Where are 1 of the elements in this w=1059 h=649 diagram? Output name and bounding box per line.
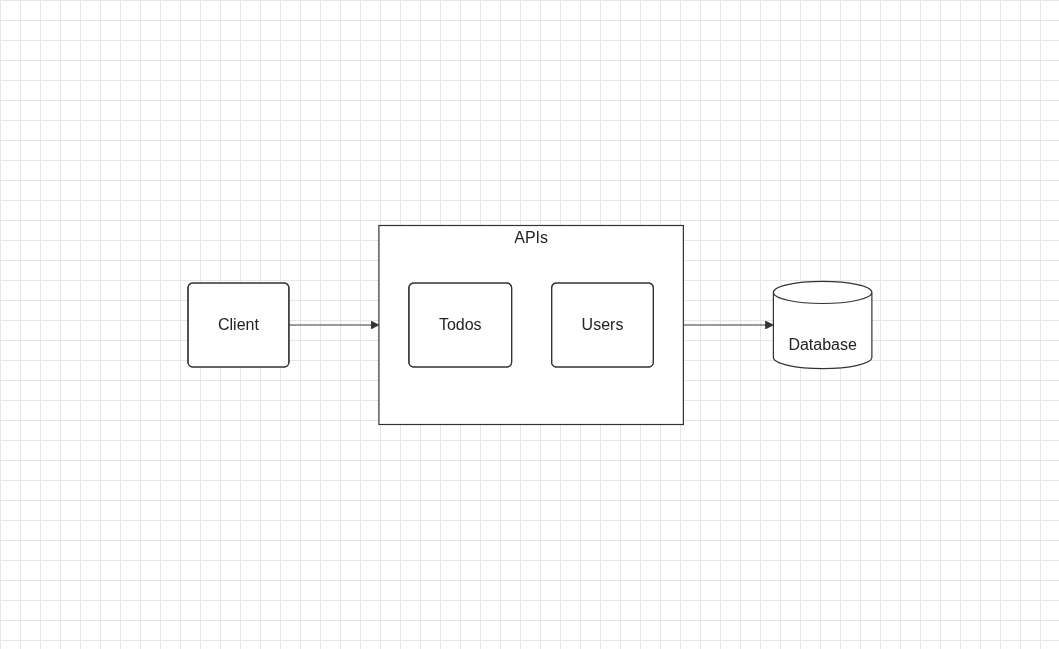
arrow: [682, 320, 774, 329]
